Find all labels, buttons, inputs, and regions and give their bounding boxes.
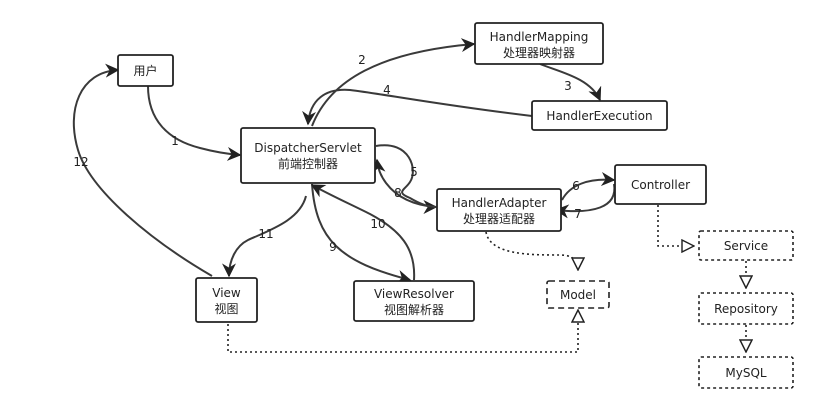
node-resolver: ViewResolver 视图解析器 [353,280,475,322]
edge-label-5: 5 [410,165,418,179]
edges [72,38,746,352]
node-controller-label: Controller [631,178,690,192]
node-execution: HandlerExecution [531,100,668,131]
node-resolver-label: ViewResolver [374,287,454,301]
edge-label-4: 4 [383,83,391,97]
node-model-label: Model [560,288,596,302]
node-model: Model [546,280,610,309]
node-mapping-sublabel: 处理器映射器 [503,45,575,60]
edge-1 [147,85,242,161]
node-adapter-sublabel: 处理器适配器 [463,212,535,226]
edge-2 [311,38,476,127]
node-view-label: View [212,286,241,300]
edge-10 [310,184,416,281]
node-user: 用户 [117,54,174,87]
node-resolver-sublabel: 视图解析器 [384,302,444,317]
node-adapter: HandlerAdapter 处理器适配器 [436,188,562,232]
edge-controller-service [657,205,694,246]
node-mysql-label: MySQL [725,366,767,380]
edge-label-9: 9 [329,240,337,254]
node-execution-label: HandlerExecution [546,109,652,123]
node-repository-label: Repository [714,302,778,316]
edge-6 [561,172,616,201]
edge-labels: 1 2 3 4 5 6 7 8 9 10 11 12 [73,53,581,254]
edge-label-1: 1 [171,134,179,148]
node-controller: Controller [614,164,707,205]
node-mapping: HandlerMapping 处理器映射器 [474,22,604,65]
edge-label-6: 6 [572,179,580,193]
edge-3 [539,63,602,102]
node-dispatcher-sublabel: 前端控制器 [278,156,338,171]
edge-label-10: 10 [370,217,385,231]
node-dispatcher-label: DispatcherServlet [254,141,362,155]
node-mapping-label: HandlerMapping [490,30,589,44]
node-repository: Repository [698,292,794,325]
edge-7 [554,183,616,219]
node-adapter-label: HandlerAdapter [452,196,547,210]
edge-label-7: 7 [574,207,582,221]
edge-11 [222,195,307,278]
edge-label-2: 2 [358,53,366,67]
edge-adapter-model [485,231,578,270]
node-view-sublabel: 视图 [214,301,238,316]
edge-8 [371,158,437,208]
node-dispatcher: DispatcherServlet 前端控制器 [240,127,376,184]
edge-9 [311,183,412,284]
edge-12 [72,63,213,277]
node-user-label: 用户 [133,63,157,78]
node-service: Service [698,230,794,261]
edge-label-12: 12 [73,155,88,169]
node-service-label: Service [724,239,768,253]
edge-label-8: 8 [394,186,402,200]
edge-label-11: 11 [258,227,273,241]
node-view: View 视图 [195,277,258,323]
edge-5 [375,144,438,214]
node-mysql: MySQL [698,356,794,389]
edge-4 [302,88,533,126]
edge-label-3: 3 [564,79,572,93]
